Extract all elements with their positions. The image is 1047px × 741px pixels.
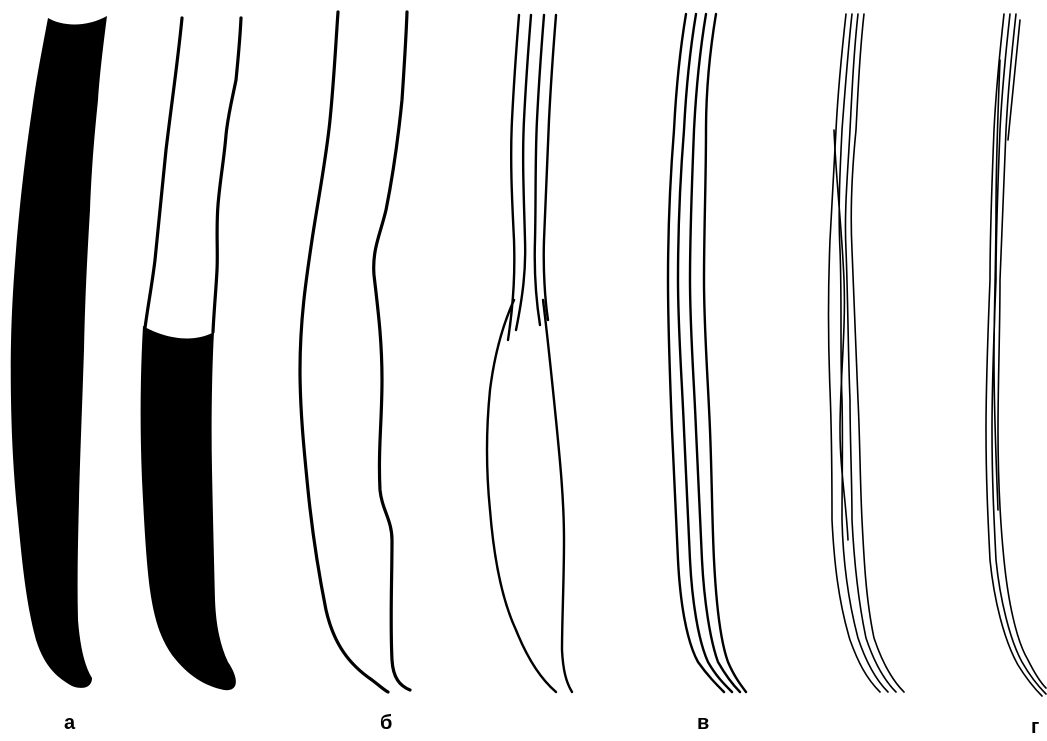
split-strand-3 [535, 15, 544, 325]
fig-v-fibers [829, 14, 905, 692]
fig-a-solid [11, 16, 107, 688]
fiber-6-4 [851, 14, 904, 692]
fiber-7-3 [998, 14, 1046, 688]
partial-shaft-top-right [213, 18, 241, 332]
fig-b-outline [300, 12, 410, 692]
fig-g-fibers [986, 14, 1046, 696]
outline-right-line [374, 12, 410, 690]
fig-v-strands [668, 14, 746, 692]
split-strand-4 [544, 15, 556, 320]
fiber-6-1 [829, 14, 881, 692]
label-a: а [64, 713, 75, 733]
split-strand-1 [508, 15, 519, 340]
split-outline-left [487, 300, 556, 692]
fiber-6-2 [839, 14, 888, 692]
partial-shaft-bottom [141, 326, 236, 690]
fiber-6-3 [845, 14, 896, 692]
fig-a-partial [141, 18, 241, 690]
strand-4 [704, 14, 746, 692]
fig-b-split [487, 15, 572, 692]
split-outline-right [543, 300, 572, 692]
partial-shaft-top-left [145, 18, 182, 328]
split-strand-2 [516, 15, 531, 330]
solid-shaft-shape [11, 16, 107, 688]
label-b: б [380, 713, 392, 733]
label-g: г [1031, 717, 1039, 737]
outline-left-line [300, 12, 388, 692]
fiber-7-2 [992, 14, 1046, 694]
label-v: в [697, 713, 709, 733]
